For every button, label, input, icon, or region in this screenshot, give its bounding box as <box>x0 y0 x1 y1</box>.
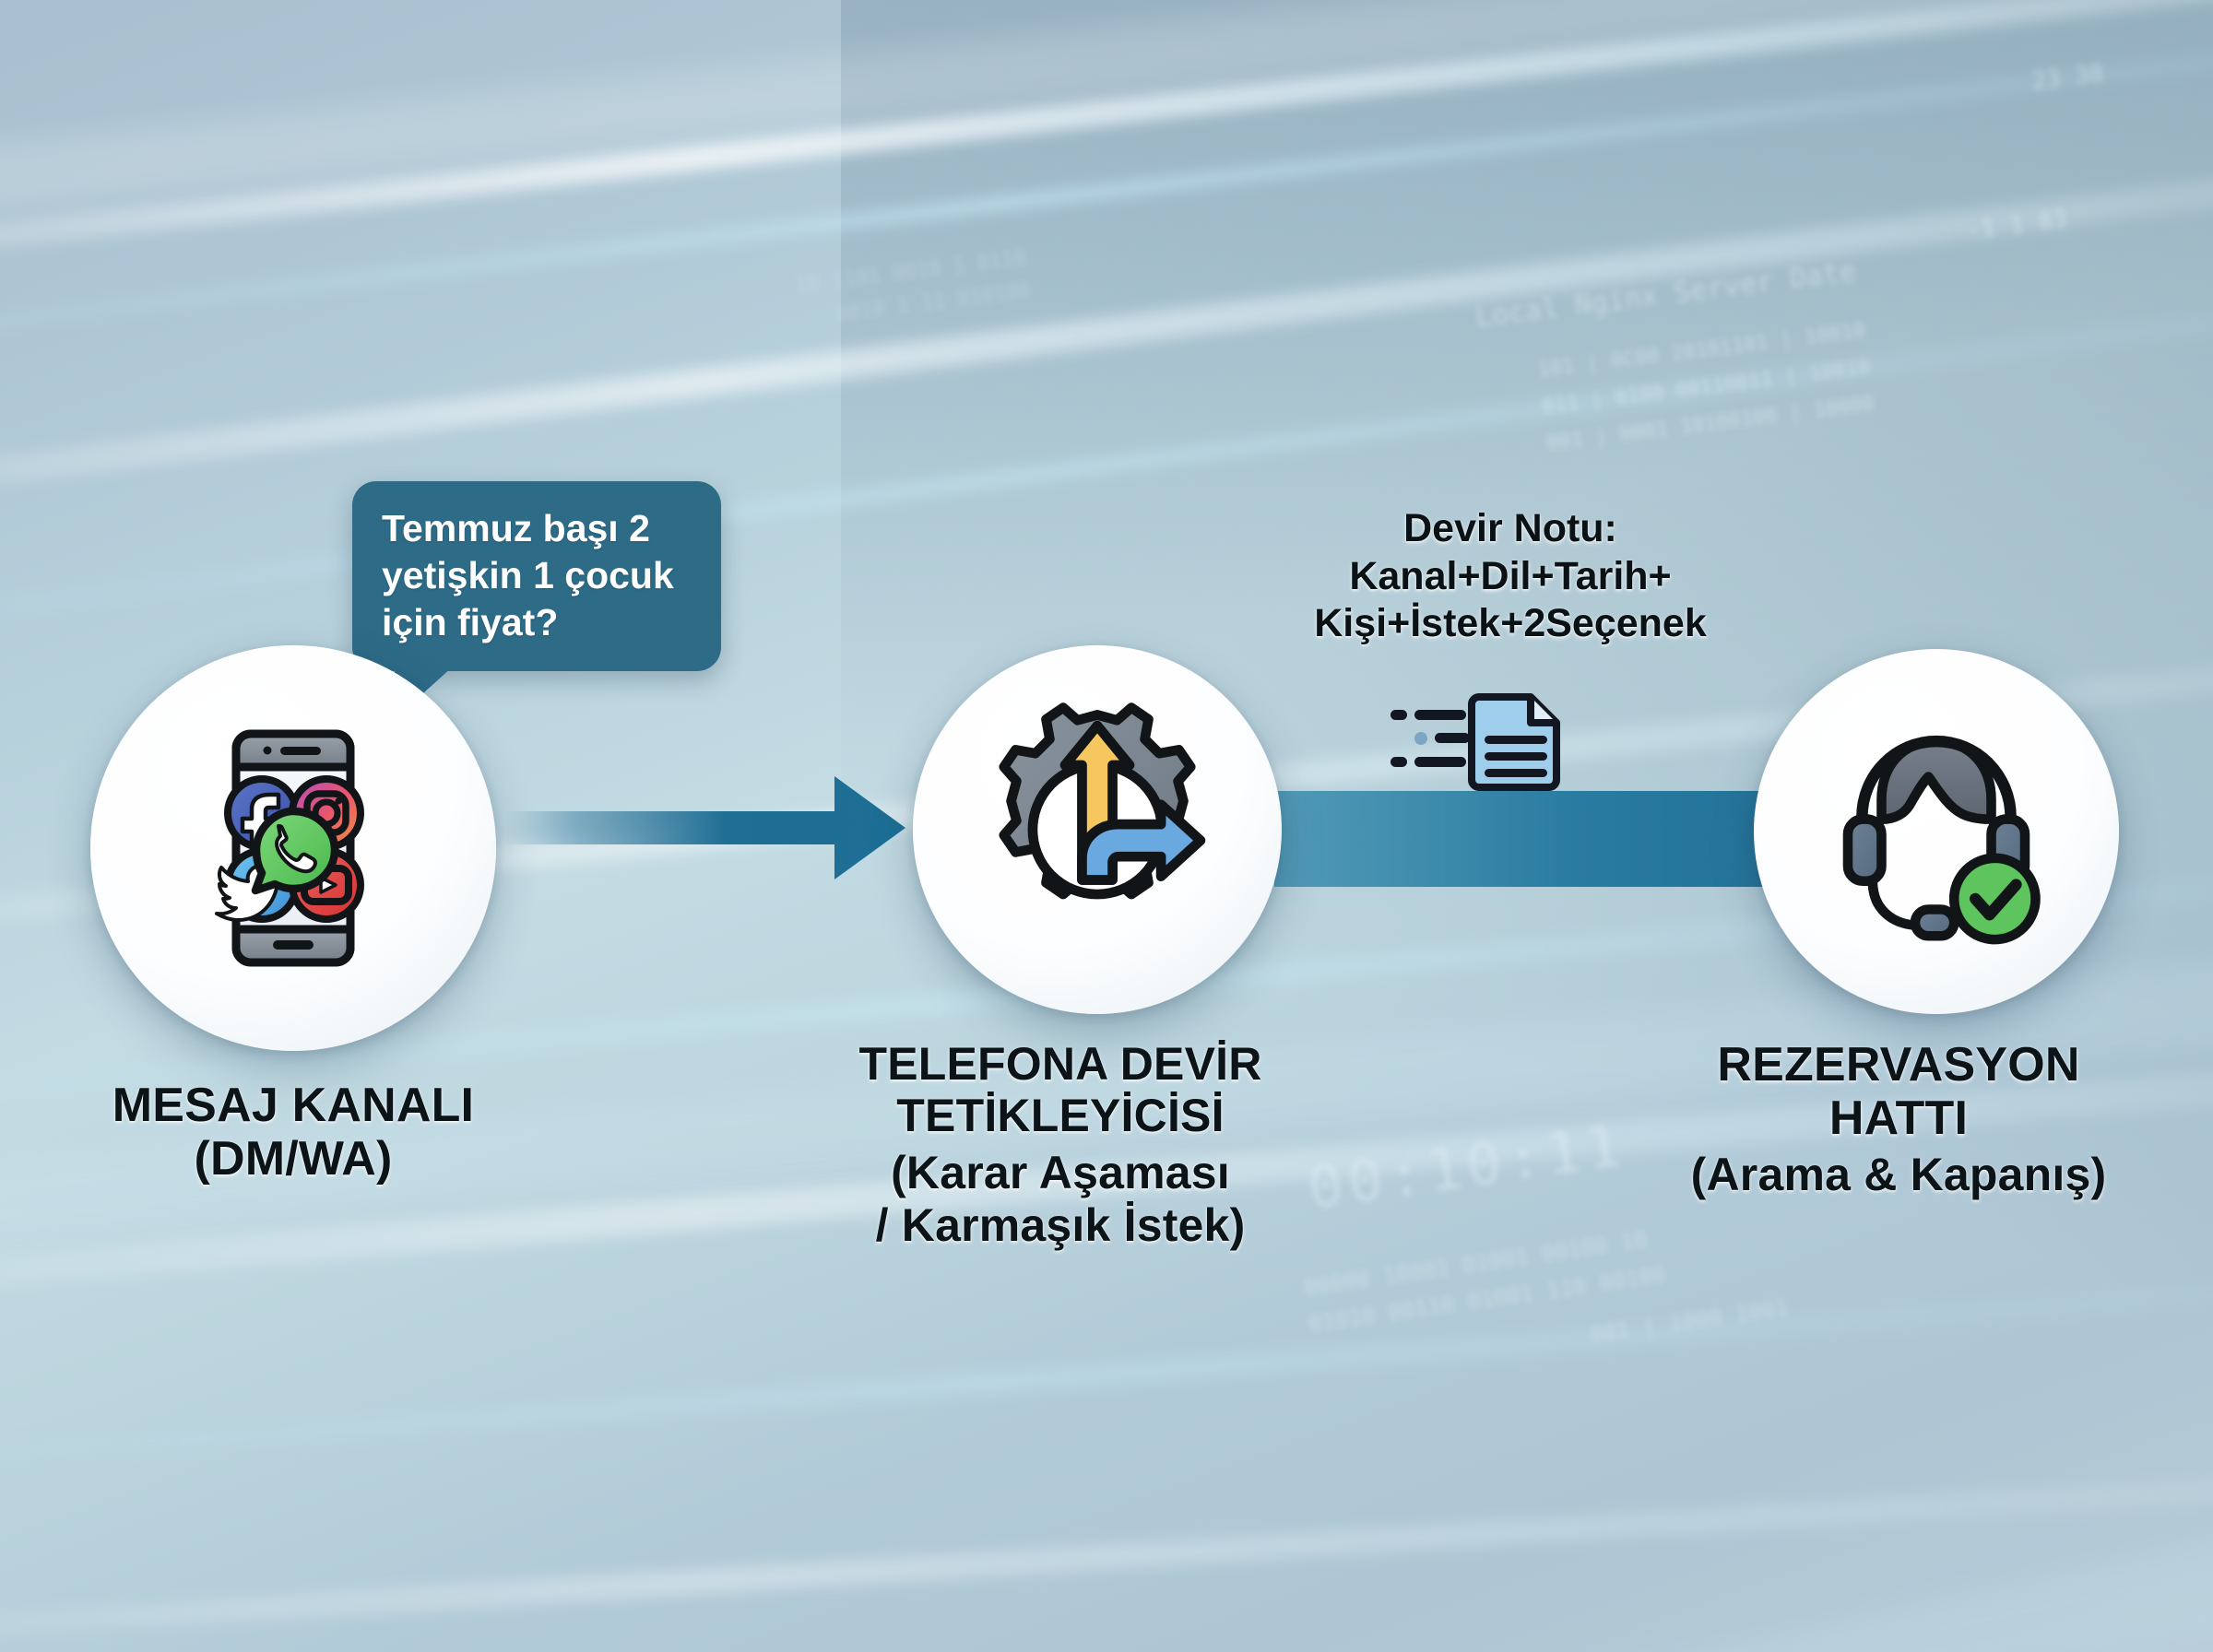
node-title-message-channel: MESAJ KANALI <box>112 1079 475 1132</box>
message-channel-disc <box>90 645 496 1051</box>
node-message-channel[interactable]: MESAJ KANALI (DM/WA) <box>85 645 502 1187</box>
node-subtitle-line2-trigger: / Karmaşık İstek) <box>875 1199 1246 1251</box>
customer-message-text: Temmuz başı 2 yetişkin 1 çocuk için fiya… <box>382 507 674 643</box>
reservation-line-disc <box>1754 649 2119 1014</box>
node-subtitle-reservation: (Arama & Kapanış) <box>1690 1149 2107 1201</box>
arrow-trigger-to-reservation <box>1274 738 1941 940</box>
handoff-note-label: Devir Notu: Kanal+Dil+Tarih+ Kişi+İstek+… <box>1314 506 1707 646</box>
node-phone-handoff-trigger[interactable]: TELEFONA DEVİR TETİKLEYİCİSİ (Karar Aşam… <box>858 645 1282 1252</box>
document-list-icon <box>1383 690 1568 791</box>
node-title-line2-reservation: HATTI <box>1828 1092 1969 1146</box>
smartphone-social-icon <box>215 729 364 967</box>
node-title-line1-reservation: REZERVASYON <box>1717 1038 2080 1092</box>
gear-branching-arrows-icon <box>999 702 1206 900</box>
node-title-line2-trigger: TETİKLEYİCİSİ <box>896 1090 1225 1141</box>
arrow-channel-to-trigger <box>505 776 905 879</box>
whatsapp-icon <box>251 807 339 895</box>
node-subtitle-line1-trigger: (Karar Aşaması <box>891 1147 1230 1198</box>
node-title-line1-trigger: TELEFONA DEVİR <box>858 1038 1262 1090</box>
customer-message-bubble: Temmuz başı 2 yetişkin 1 çocuk için fiya… <box>352 481 721 720</box>
node-reservation-line[interactable]: REZERVASYON HATTI (Arama & Kapanış) <box>1691 649 2119 1201</box>
node-subtitle-message-channel: (DM/WA) <box>194 1132 393 1186</box>
check-badge-icon <box>1948 853 2041 945</box>
headset-agent-check-icon <box>1842 735 2041 945</box>
phone-handoff-trigger-disc <box>913 645 1282 1014</box>
